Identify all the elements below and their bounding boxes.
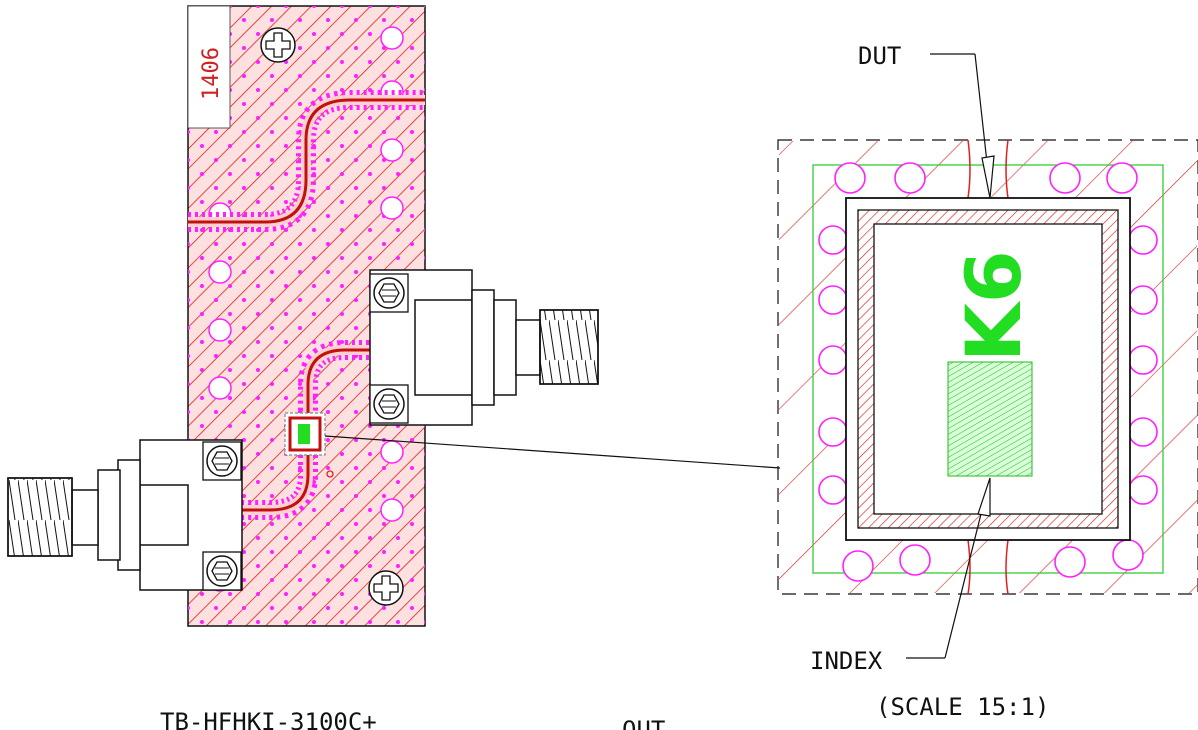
scale-note: (SCALE 15:1) — [876, 693, 1049, 721]
rf-traces — [188, 90, 425, 520]
detail-vias — [818, 162, 1158, 582]
phillips-screw-icon — [368, 570, 404, 606]
device-marking: K6 — [949, 250, 1038, 362]
detail-trace-stubs — [967, 139, 1009, 595]
hex-socket-screw-icon — [369, 273, 409, 313]
index-label: INDEX — [810, 647, 883, 675]
hex-socket-screw-icon — [202, 441, 242, 481]
detail-leader-line — [324, 435, 781, 469]
board-id-label: 1406 — [199, 47, 224, 100]
dut-footprint — [284, 412, 334, 478]
dut-callout: DUT — [858, 42, 995, 199]
hex-socket-screw-icon — [369, 384, 409, 424]
hex-socket-screw-icon — [202, 551, 242, 591]
sma-connector-icon — [369, 269, 599, 426]
board-label-box — [187, 5, 231, 129]
out-label: OUT — [622, 716, 665, 730]
index-pad — [947, 361, 1033, 477]
dut-label: DUT — [858, 42, 901, 70]
detail-view: K6 — [777, 139, 1198, 595]
index-callout: INDEX — [810, 477, 991, 675]
phillips-screw-icon — [260, 27, 296, 63]
sma-connector-icon — [7, 439, 243, 591]
part-number: TB-HFHKI-3100C+ — [160, 708, 377, 730]
